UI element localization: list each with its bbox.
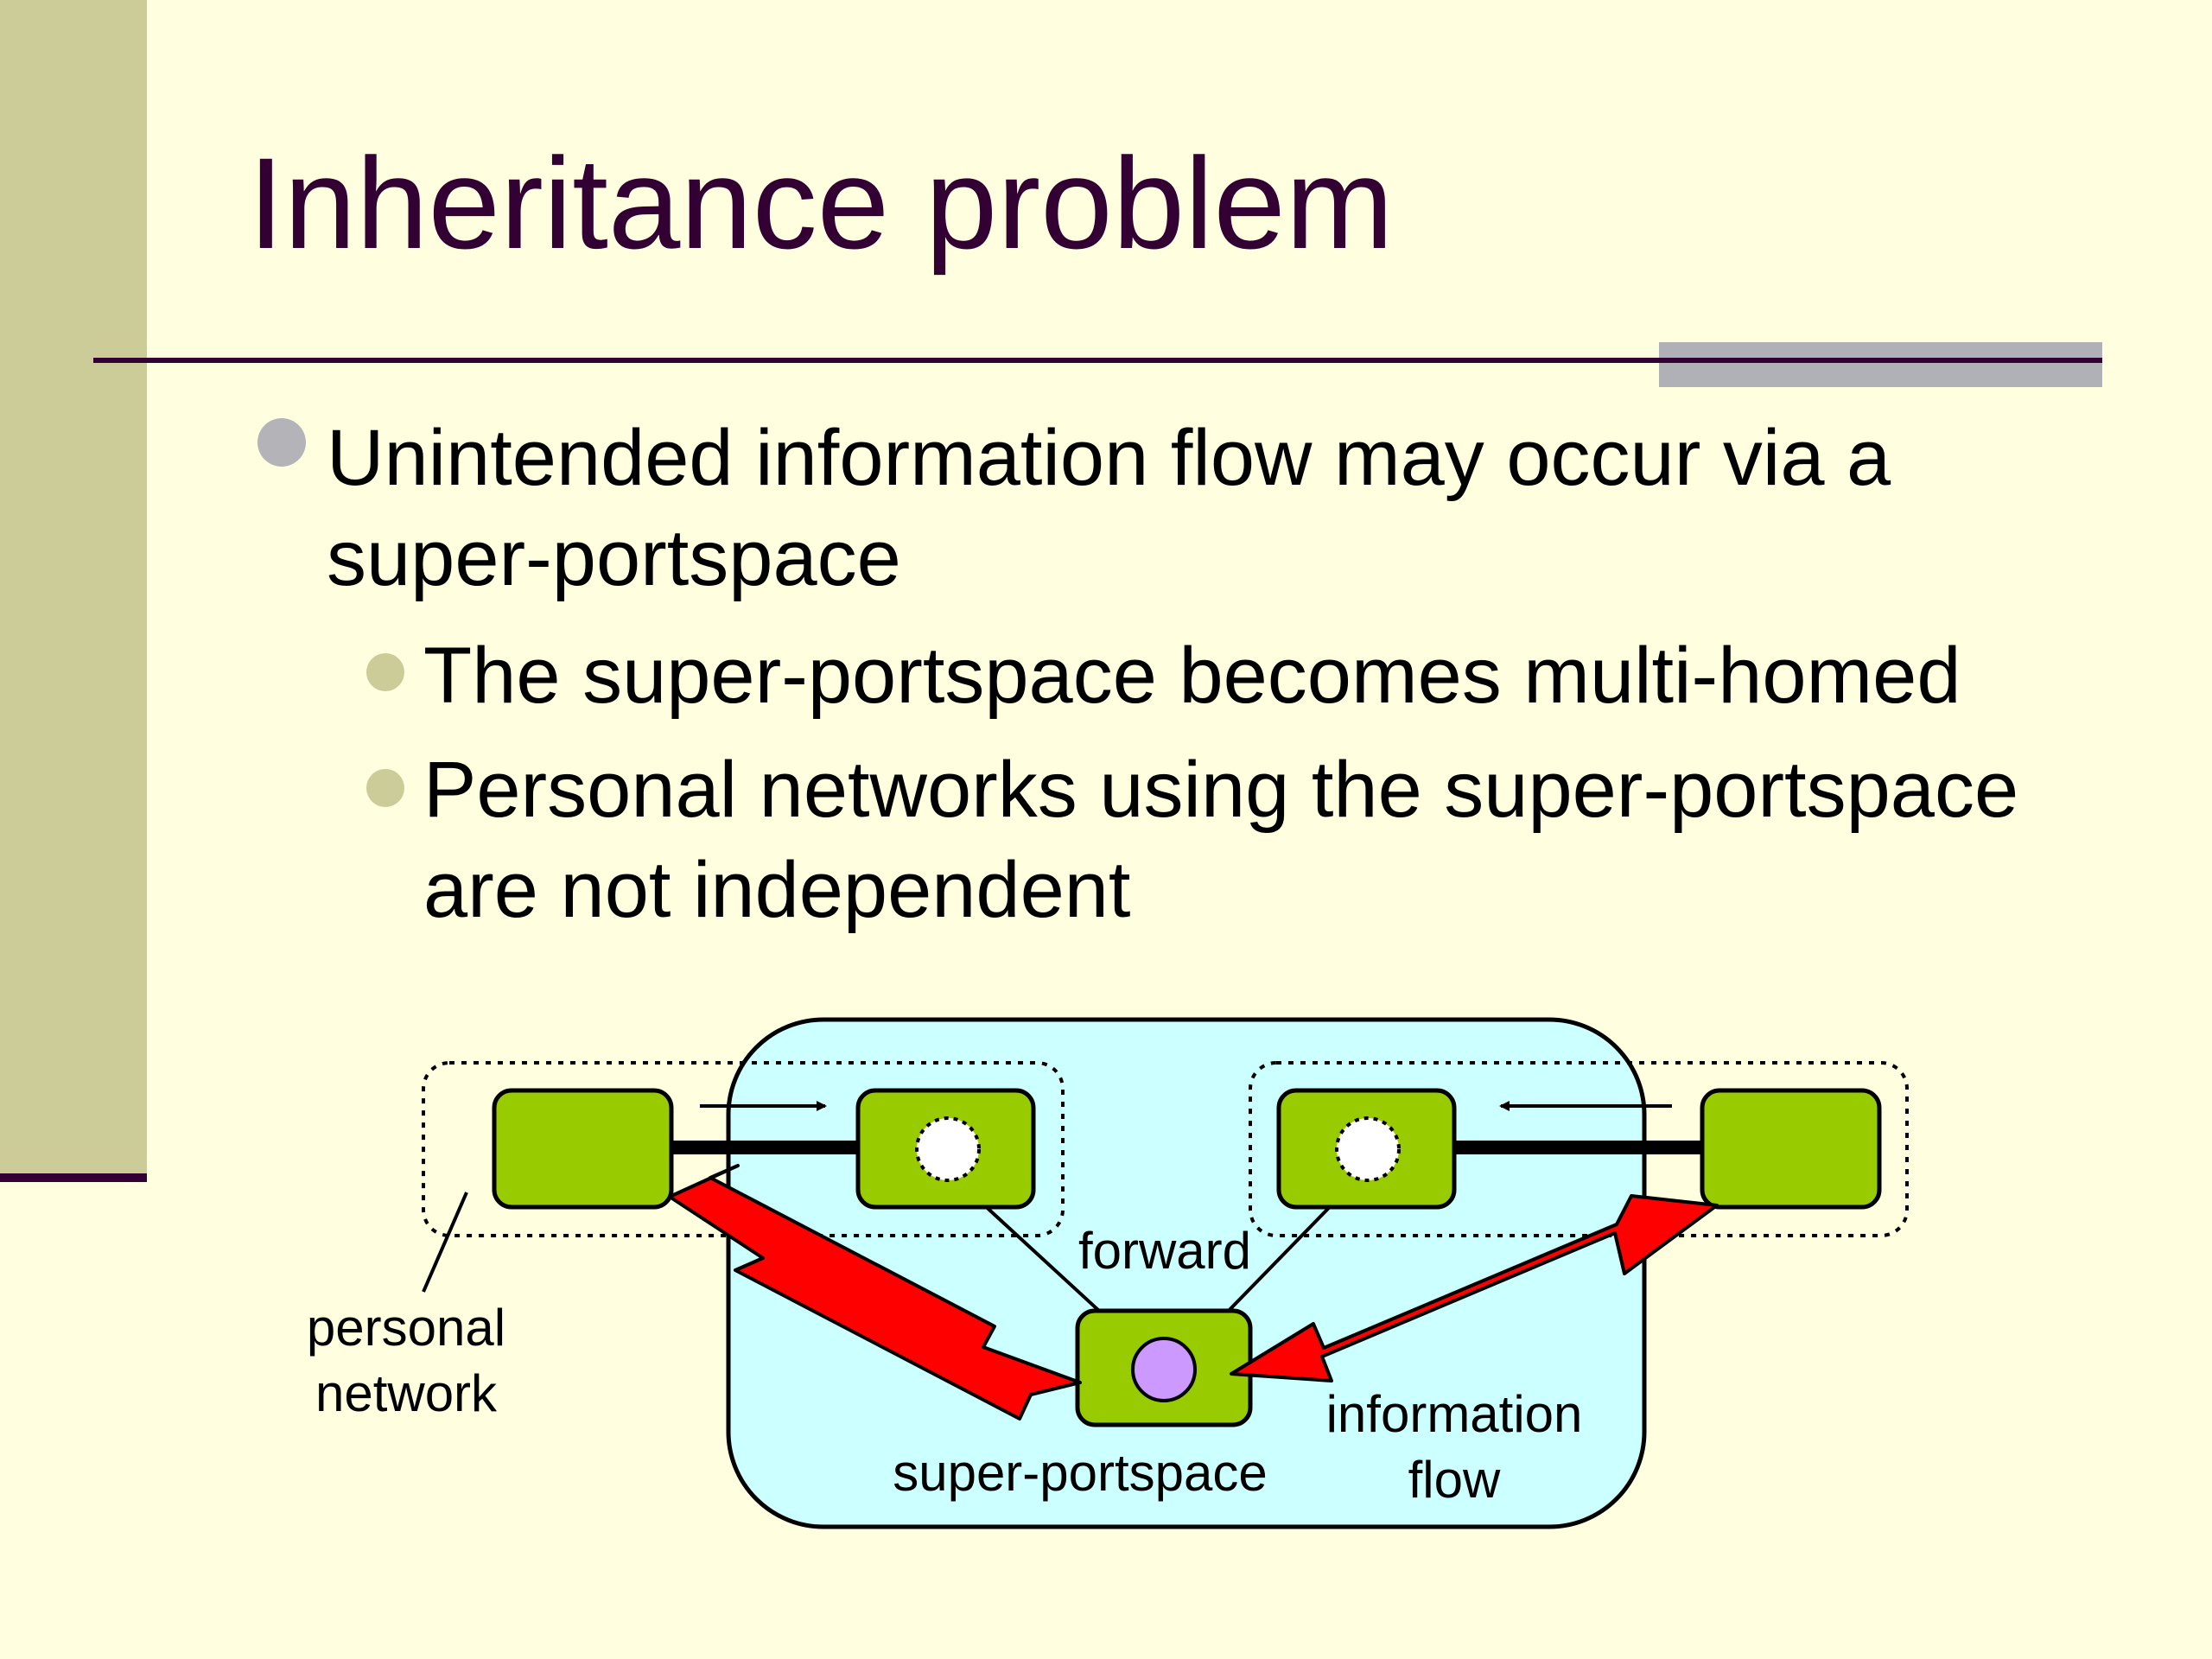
label-information-flow-line-1: information: [1326, 1385, 1583, 1443]
title-rule: [93, 358, 2102, 363]
sub-bullet-1-marker: [366, 653, 404, 691]
personal-network-left-boundary: [422, 1061, 1065, 1237]
node-right-outer: [1700, 1088, 1882, 1210]
personal-network-pointer: [422, 1192, 468, 1293]
personal-network-right-boundary: [1249, 1061, 1909, 1237]
link-right: [1452, 1141, 1711, 1154]
port-left: [915, 1116, 981, 1182]
super-port-circle: [1131, 1337, 1197, 1402]
information-flow-arrow-right: [1230, 1194, 1719, 1382]
left-accent-line: [0, 1173, 147, 1182]
slide-title: Inheritance problem: [248, 130, 1394, 276]
label-information-flow-line-2: flow: [1408, 1451, 1501, 1509]
port-right: [1335, 1116, 1401, 1182]
sub-bullet-2-line-1: Personal networks using the super-portsp…: [423, 746, 2019, 834]
bullet-1-marker: [257, 418, 306, 467]
bullet-1-line-2: super-portspace: [327, 514, 901, 602]
left-accent-bar: [0, 0, 147, 1175]
information-flow-arrow-left: [668, 1164, 1082, 1421]
link-left: [665, 1141, 864, 1154]
label-forward: forward: [1078, 1222, 1251, 1280]
sub-bullet-2-line-2: are not independent: [423, 846, 1131, 934]
sub-bullet-2-marker: [366, 769, 404, 807]
title-rule-accent: [1659, 342, 2102, 387]
label-personal-network-line-1: personal: [307, 1299, 505, 1357]
label-super-portspace: super-portspace: [893, 1444, 1268, 1502]
bullet-1-line-1: Unintended information flow may occur vi…: [327, 414, 1891, 502]
label-personal-network-line-2: network: [315, 1364, 498, 1422]
sub-bullet-1-line-1: The super-portspace becomes multi-homed: [423, 632, 1961, 720]
node-left-outer: [492, 1088, 674, 1210]
